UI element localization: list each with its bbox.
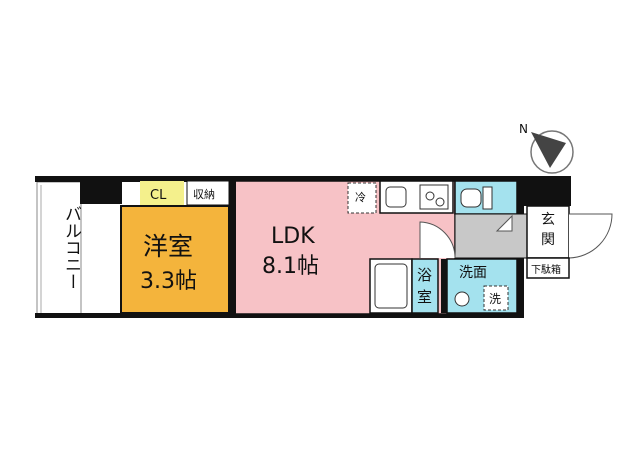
bathroom-label-2: 室 <box>417 288 432 306</box>
toilet-door <box>495 214 513 232</box>
entrance-door <box>568 213 613 259</box>
shoe-box <box>526 257 570 279</box>
compass: N <box>519 122 574 174</box>
wash-basin-icon <box>454 291 470 307</box>
washroom-label: 洗面 <box>459 265 487 281</box>
sink-icon <box>385 186 407 208</box>
storage-label: 収納 <box>193 188 215 201</box>
compass-north-label: N <box>519 122 528 136</box>
washing-machine-icon <box>483 285 509 311</box>
western-room <box>120 205 230 314</box>
toilet-bowl-icon <box>460 188 482 208</box>
refrigerator-label: 冷 <box>355 191 366 204</box>
compass-arrow-icon <box>531 132 566 168</box>
entrance <box>526 205 570 259</box>
closet-area <box>140 181 184 205</box>
ldk-size: 8.1帖 <box>262 254 319 279</box>
entrance-label-1: 玄 <box>541 211 555 228</box>
burner-icon <box>425 191 435 201</box>
hallway <box>454 213 529 259</box>
burner-icon <box>435 197 445 207</box>
balcony-area <box>36 181 82 318</box>
entrance-label-2: 関 <box>541 232 555 248</box>
balcony-label: バルコニー <box>61 205 81 290</box>
shoe-box-label: 下駄箱 <box>531 263 561 276</box>
bathroom-label-1: 浴 <box>417 266 432 284</box>
toilet-tank-icon <box>482 186 493 210</box>
western-room-size: 3.3帖 <box>140 269 197 294</box>
closet-label: CL <box>150 188 167 203</box>
bathtub-icon <box>374 263 408 309</box>
western-room-label: 洋室 <box>143 232 193 261</box>
ldk-label: LDK <box>271 224 315 249</box>
balcony: バルコニー <box>36 181 82 318</box>
bathroom <box>411 258 439 314</box>
hall-door <box>419 221 456 259</box>
washing-machine-label: 洗 <box>489 292 501 306</box>
refrigerator-icon <box>347 182 377 214</box>
